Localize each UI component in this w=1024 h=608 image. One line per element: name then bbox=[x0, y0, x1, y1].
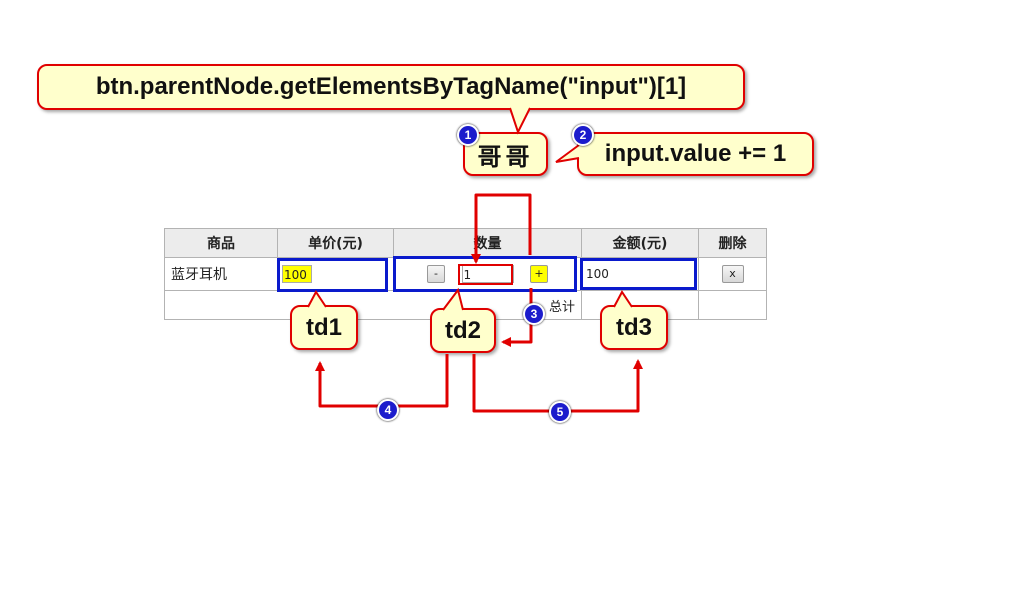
td1-callout-tail bbox=[307, 290, 327, 308]
td3-callout: td3 bbox=[600, 305, 668, 350]
step-badge-3: 3 bbox=[523, 303, 545, 325]
step-badge-4: 4 bbox=[377, 399, 399, 421]
quantity-cell: - 1 + bbox=[393, 257, 582, 291]
increment-button[interactable]: + bbox=[529, 265, 548, 283]
td2-callout-tail bbox=[442, 287, 464, 311]
td2-highlight bbox=[393, 256, 577, 292]
header-delete: 删除 bbox=[698, 228, 767, 258]
gege-callout: 哥哥 bbox=[463, 132, 548, 176]
header-quantity: 数量 bbox=[393, 228, 582, 258]
td3-highlight bbox=[580, 258, 697, 290]
total-empty-cell bbox=[698, 290, 767, 320]
step-badge-1: 1 bbox=[457, 124, 479, 146]
increment-callout: input.value += 1 bbox=[577, 132, 814, 176]
code-callout: btn.parentNode.getElementsByTagName("inp… bbox=[37, 64, 745, 110]
delete-cell: x bbox=[698, 257, 767, 291]
increment-callout-tail bbox=[555, 144, 580, 163]
header-price: 单价(元) bbox=[277, 228, 394, 258]
header-product: 商品 bbox=[164, 228, 278, 258]
quantity-input-highlight bbox=[458, 264, 513, 285]
td3-callout-tail bbox=[613, 290, 633, 308]
code-callout-tail bbox=[509, 107, 531, 135]
step-badge-2: 2 bbox=[572, 124, 594, 146]
table-header-row: 商品 单价(元) 数量 金额(元) 删除 bbox=[164, 228, 767, 258]
td1-highlight bbox=[277, 258, 388, 292]
step-badge-5: 5 bbox=[549, 401, 571, 423]
decrement-button[interactable]: - bbox=[427, 265, 446, 283]
td2-to-td1-arrow bbox=[315, 354, 449, 408]
td1-callout: td1 bbox=[290, 305, 358, 350]
product-name: 蓝牙耳机 bbox=[164, 257, 278, 291]
price-input[interactable]: 100 bbox=[282, 265, 312, 283]
gege-bracket-arrow bbox=[474, 193, 532, 255]
delete-button[interactable]: x bbox=[721, 265, 744, 283]
price-cell: 100 bbox=[277, 257, 394, 291]
